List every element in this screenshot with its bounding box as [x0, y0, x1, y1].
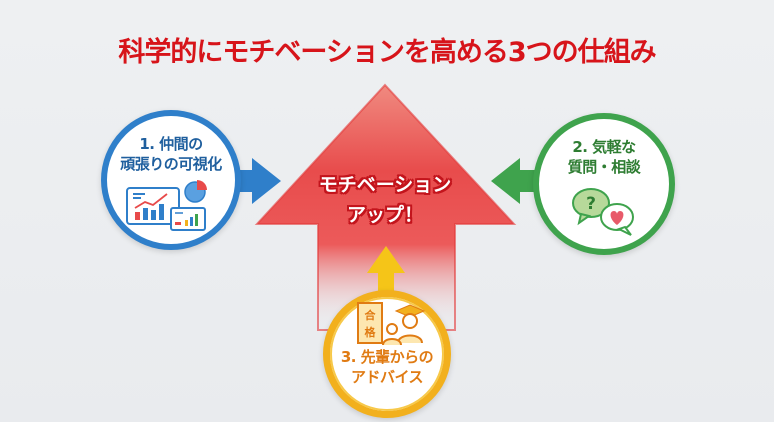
yellow-arrow-up — [367, 246, 405, 296]
mentor-icon: 合 格 — [357, 302, 426, 346]
svg-text:?: ? — [586, 194, 596, 214]
item-label-line-1: 2. 気軽な — [572, 138, 636, 156]
item-label: 2. 気軽な 質問・相談 — [539, 137, 669, 177]
item-label-line-1: 3. 先輩からの — [340, 348, 434, 366]
item-label: 1. 仲間の 頑張りの可視化 — [107, 134, 235, 174]
badge-char-1: 合 — [365, 308, 377, 322]
green-arrow-left — [491, 158, 540, 204]
item-label: 3. 先輩からの アドバイス — [330, 347, 444, 387]
page-title: 科学的にモチベーションを高める3つの仕組み — [118, 37, 656, 68]
item-label-line-2: アドバイス — [350, 368, 424, 386]
badge-char-2: 格 — [365, 325, 377, 339]
item-peer-visualization: 1. 仲間の 頑張りの可視化 — [101, 110, 241, 250]
item-senior-advice: 合 格 3. 先輩からの アドバイス — [323, 290, 451, 418]
chart-dashboard-icon — [126, 180, 207, 231]
item-label-line-1: 1. 仲間の — [139, 135, 203, 153]
item-easy-questions: 2. 気軽な 質問・相談 ? — [533, 113, 675, 255]
motivation-up-label: モチベーション アップ！ — [290, 170, 480, 230]
item-label-line-2: 質問・相談 — [567, 158, 641, 176]
blue-arrow-right — [232, 158, 281, 204]
center-line-2: アップ！ — [346, 204, 423, 226]
center-line-1: モチベーション — [318, 174, 452, 196]
chat-bubbles-icon: ? — [572, 188, 634, 236]
item-label-line-2: 頑張りの可視化 — [120, 155, 222, 173]
